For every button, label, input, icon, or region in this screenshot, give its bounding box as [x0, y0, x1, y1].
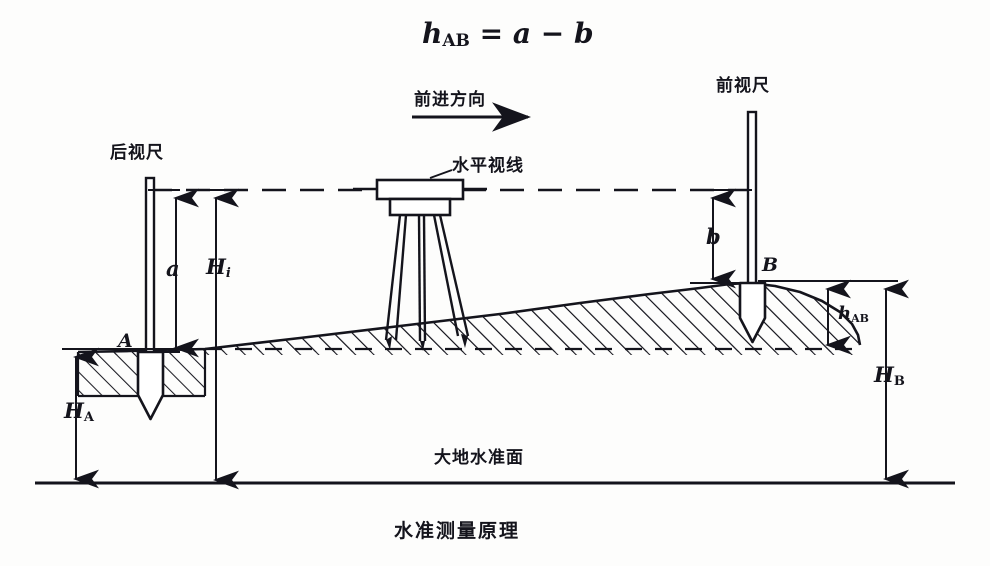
formula-title: hAB = a − b	[422, 20, 594, 50]
tripod-feet	[386, 334, 468, 351]
ha-sym: H	[64, 398, 84, 423]
dimension-a-label: a	[166, 256, 180, 281]
level-instrument	[353, 178, 487, 351]
ground-body-lower	[205, 283, 860, 352]
ha-sub: A	[83, 410, 94, 425]
hb-sub: B	[893, 374, 905, 389]
figure-caption: 水准测量原理	[394, 520, 521, 542]
travel-direction-label: 前进方向	[414, 90, 486, 110]
foresight-staff-rod	[738, 110, 767, 344]
formula-sub-ab: AB	[442, 31, 470, 51]
telescope-barrel	[375, 178, 465, 201]
hi-sym: H	[206, 254, 226, 279]
tripod-legs	[384, 214, 470, 342]
dimension-b-label: b	[706, 224, 721, 249]
formula-rhs: = a − b	[479, 17, 594, 50]
foresight-staff-spike	[738, 281, 767, 344]
hab-sub: AB	[851, 312, 869, 325]
formula-h: h	[422, 17, 443, 50]
hi-sub: i	[225, 266, 231, 281]
backsight-staff-rod	[136, 176, 165, 421]
tribrach-base	[388, 197, 452, 217]
point-a-label: A	[118, 330, 133, 352]
geoid-label: 大地水准面	[434, 448, 524, 468]
dimension-ha-label: HA	[64, 400, 94, 424]
dimension-hab-label: hAB	[838, 303, 869, 325]
dimension-hi	[190, 188, 240, 490]
dimension-ha	[62, 347, 205, 489]
hab-sym: h	[838, 303, 852, 324]
backsight-staff-spike	[136, 350, 165, 421]
hb-sym: H	[874, 362, 894, 387]
sight-line-label: 水平视线	[452, 156, 524, 176]
dimension-hi-label: Hi	[206, 256, 231, 280]
dimension-hb	[830, 279, 909, 489]
point-b-label: B	[762, 254, 779, 276]
dimension-b	[690, 188, 752, 289]
foresight-staff-label: 前视尺	[716, 76, 770, 96]
sight-line-leader	[429, 169, 453, 179]
backsight-staff-label: 后视尺	[110, 143, 164, 163]
dimension-a	[148, 188, 199, 358]
dimension-hb-label: HB	[874, 364, 905, 388]
